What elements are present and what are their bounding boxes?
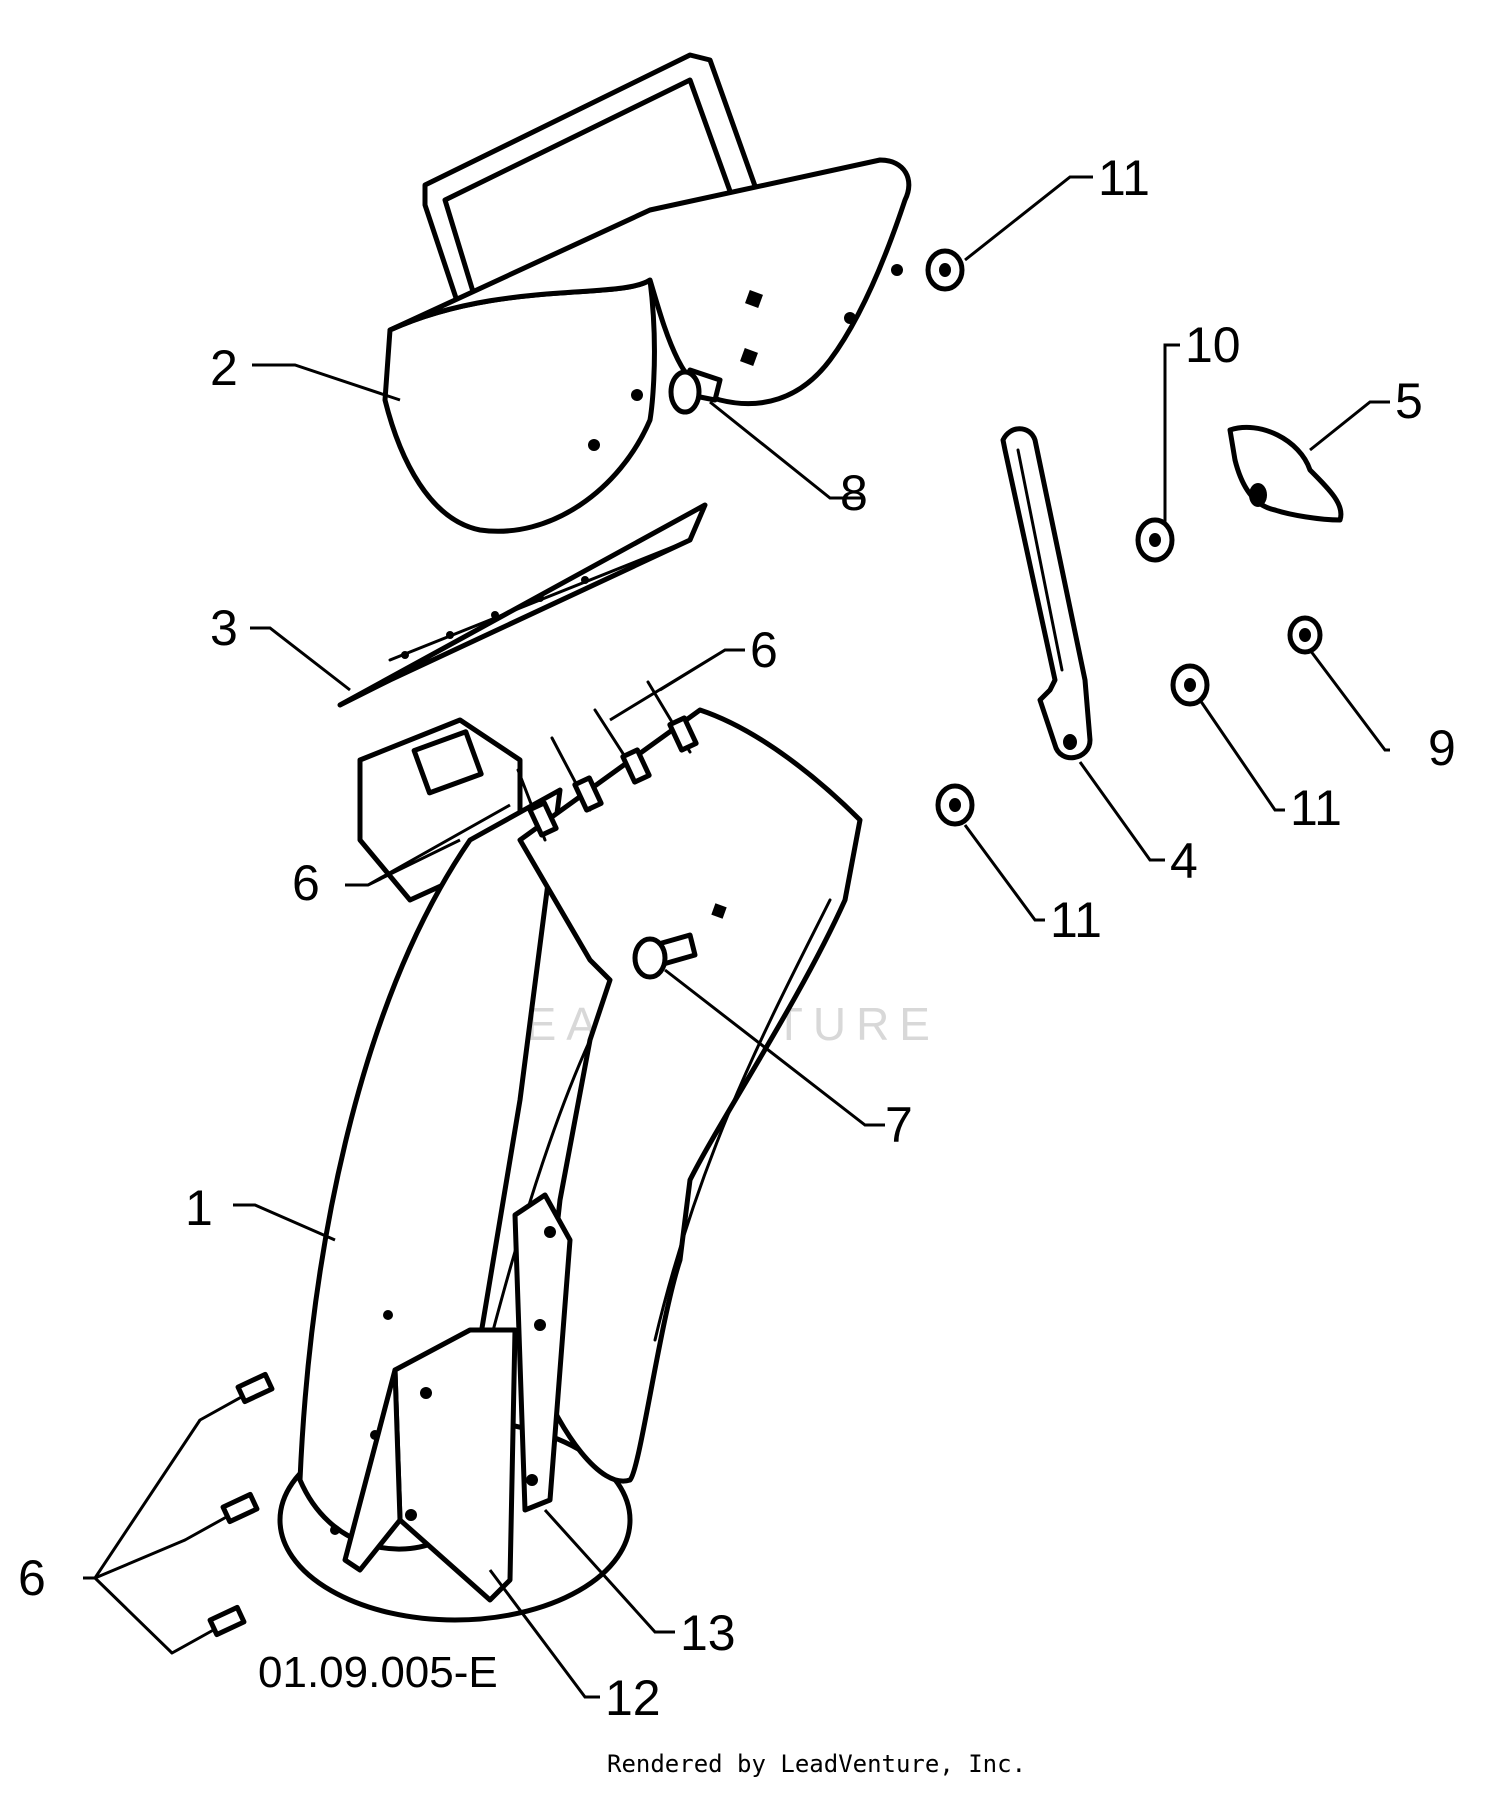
diagram-code: 01.09.005-E [258,1648,498,1697]
callout-11-top: 11 [1098,150,1150,206]
leader-lines [83,175,1390,1699]
callout-8: 8 [840,465,868,521]
nut-part-9 [1287,615,1323,655]
deflector-hole [745,290,763,308]
callout-4: 4 [1170,833,1198,889]
chute-hole [711,903,727,919]
callout-6-bottom: 6 [18,1550,46,1606]
washer-part-11-top [925,248,965,292]
deflector-hole [588,439,600,451]
pin-part-7 [632,932,698,980]
chute-right-panel [517,707,863,1484]
upper-deflector-part [382,52,912,534]
washer-part-11-left [935,783,975,827]
front-plate-part-12 [342,1327,518,1603]
callout-12: 12 [605,1670,661,1726]
render-credit: Rendered by LeadVenture, Inc. [607,1750,1027,1778]
callout-6-mid: 6 [292,855,320,911]
callout-5: 5 [1395,373,1423,429]
chute-hole [330,1525,340,1535]
bracket-part-4 [1000,426,1093,761]
side-strip-part-13 [512,1192,573,1513]
chute-right-rim [653,898,832,1342]
callout-13: 13 [680,1605,736,1661]
chute-hole [383,1310,393,1320]
callout-7: 7 [885,1097,913,1153]
deflector-handle-front [443,78,692,202]
callout-11-left: 11 [1050,892,1102,948]
spacer-strip-part-3 [337,502,708,708]
deflector-rear-sheet [387,157,912,407]
callout-2: 2 [210,340,238,396]
knob-part-5 [1227,424,1344,523]
washer-part-11-right [1170,663,1210,707]
deflector-hole [844,312,856,324]
rivets-part-6-bottom [170,1371,275,1655]
pin-part-8 [668,367,723,415]
callout-1: 1 [185,1180,213,1236]
callout-9: 9 [1428,720,1456,776]
callout-6-top: 6 [750,622,778,678]
callout-11-right: 11 [1290,780,1342,836]
callout-3: 3 [210,600,238,656]
deflector-hole [631,389,643,401]
callout-10: 10 [1185,317,1241,373]
deflector-hole [740,348,758,366]
rivets-part-6-top [516,680,699,842]
deflector-hole [891,264,903,276]
callout-labels: 1 2 3 4 5 6 6 6 7 8 9 10 11 11 11 12 13 [18,150,1456,1726]
chute-collar-opening [411,729,484,796]
washer-part-10 [1135,517,1175,563]
